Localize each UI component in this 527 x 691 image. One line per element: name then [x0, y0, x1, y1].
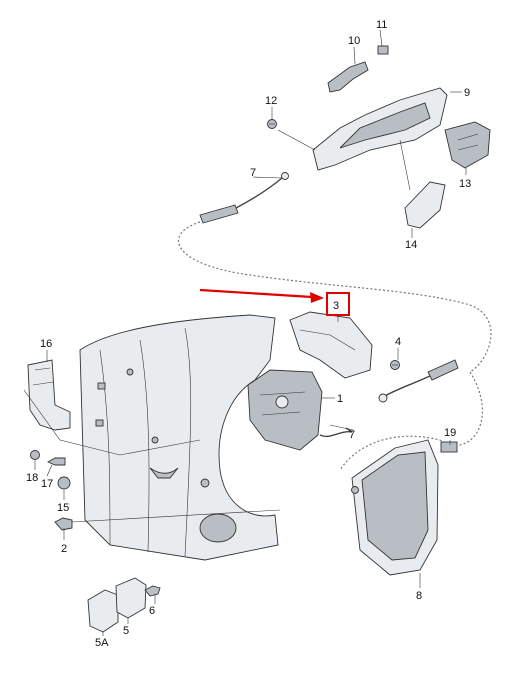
lock-rod-cable [319, 431, 353, 438]
part-4-screw [390, 360, 400, 370]
part-11-clip [377, 45, 389, 55]
callout-7-lower: 7 [349, 429, 355, 441]
callout-9: 9 [464, 87, 470, 99]
part-3-lock-cover [289, 311, 373, 379]
callout-12: 12 [265, 95, 277, 107]
part-13-window-switch [444, 121, 491, 169]
callout-4: 4 [395, 336, 401, 348]
part-2-bolt [54, 517, 73, 531]
part-12-screw [267, 119, 277, 129]
highlight-arrow-shaft [199, 288, 313, 299]
callout-13: 13 [459, 178, 471, 190]
highlight-arrow-head [310, 292, 324, 303]
callout-1: 1 [337, 393, 343, 405]
part-7-lower-cable [345, 359, 459, 433]
callout-17: 17 [41, 478, 53, 490]
callout-5a: 5A [95, 637, 109, 649]
callout-10: 10 [348, 35, 360, 47]
part-5-striker [115, 577, 147, 619]
callout-3: 3 [333, 300, 339, 312]
callout-16: 16 [40, 338, 52, 350]
part-1-door-lock [247, 369, 323, 451]
callout-6: 6 [149, 605, 155, 617]
part-18-plug [30, 450, 40, 460]
release-cable-loop-lower [339, 371, 483, 471]
callout-labels: 11 10 9 12 7 13 14 3 4 16 1 7 19 18 17 1… [26, 19, 471, 649]
highlight-box [326, 292, 350, 316]
callout-2: 2 [61, 543, 67, 555]
part-7-upper-cable [199, 172, 289, 224]
part-6-screw [144, 585, 161, 597]
part-9-interior-handle [312, 87, 448, 171]
part-8-speaker-grille [351, 439, 439, 576]
part-10-lever [327, 61, 369, 93]
callout-8: 8 [416, 590, 422, 602]
callout-15: 15 [57, 502, 69, 514]
callout-19: 19 [444, 427, 456, 439]
part-19-clip [440, 441, 458, 453]
door-inner-panel [79, 314, 279, 561]
door-panel-hole [199, 513, 237, 543]
part-5a-striker-plate [87, 589, 119, 633]
part-17-screw [46, 457, 66, 466]
part-15-nut [57, 476, 71, 490]
callout-11: 11 [376, 19, 387, 31]
callout-5: 5 [123, 625, 129, 637]
callout-18: 18 [26, 472, 38, 484]
release-cable-loop-upper [177, 221, 492, 373]
callout-7-upper: 7 [250, 167, 256, 179]
part-14-handle-cover [404, 181, 446, 229]
leader-lines [23, 29, 467, 636]
callout-14: 14 [405, 239, 417, 251]
highlight-callout-3 [199, 288, 350, 316]
part-16-striker-cover [27, 359, 71, 431]
